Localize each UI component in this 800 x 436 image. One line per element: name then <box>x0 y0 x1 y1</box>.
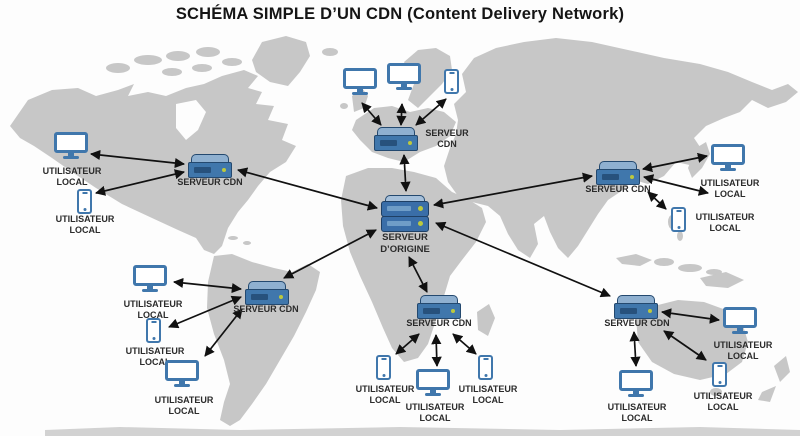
desktop-icon <box>133 265 167 292</box>
smartphone-icon <box>146 318 161 343</box>
arrow-asia-user1b <box>643 174 709 196</box>
smartphone-icon <box>444 69 459 94</box>
cdn-server-icon-europe <box>374 127 418 151</box>
desktop-icon <box>343 68 377 95</box>
user-label: UTILISATEUR LOCAL <box>405 402 465 423</box>
arrow-europe-user1 <box>361 102 382 126</box>
user-label: UTILISATEUR LOCAL <box>123 299 183 320</box>
arrow-sa-user3 <box>204 308 243 357</box>
arrow-na-user2 <box>95 169 185 196</box>
user-label: UTILISATEUR LOCAL <box>55 214 115 235</box>
arrow-sa-user1 <box>172 277 243 294</box>
desktop-icon <box>54 132 88 159</box>
user-label: UTILISATEUR LOCAL <box>607 402 667 423</box>
arrow-origin-australia <box>435 221 611 298</box>
arrow-origin-north-america <box>237 167 378 211</box>
smartphone-icon <box>671 207 686 232</box>
arrow-origin-africa <box>408 256 428 293</box>
user-label: UTILISATEUR LOCAL <box>125 346 185 367</box>
arrow-africa-user3 <box>452 333 477 355</box>
server-label-africa: SERVEUR CDN <box>406 318 472 328</box>
user-label: UTILISATEUR LOCAL <box>154 395 214 416</box>
desktop-icon <box>723 307 757 334</box>
cdn-server-icon-africa <box>417 295 461 319</box>
desktop-icon <box>711 144 745 171</box>
user-label: UTILISATEUR LOCAL <box>458 384 518 405</box>
arrow-asia-user1a <box>642 152 708 173</box>
cdn-server-icon-asia <box>596 161 640 185</box>
server-label-asia: SERVEUR CDN <box>585 184 651 194</box>
desktop-icon <box>387 63 421 90</box>
server-label-south-america: SERVEUR CDN <box>233 304 299 314</box>
continent-antarctica <box>45 427 800 436</box>
smartphone-icon <box>478 355 493 380</box>
arrow-africa-user2 <box>431 333 442 368</box>
server-label-australia: SERVEUR CDN <box>604 318 670 328</box>
arrow-origin-south-america <box>283 229 377 279</box>
cdn-server-icon-australia <box>614 295 658 319</box>
desktop-icon <box>619 370 653 397</box>
arrow-origin-europe <box>399 153 411 193</box>
desktop-icon <box>165 360 199 387</box>
user-label: UTILISATEUR LOCAL <box>42 166 102 187</box>
user-label: UTILISATEUR LOCAL <box>693 391 753 412</box>
desktop-icon <box>416 369 450 396</box>
arrow-au-user1 <box>660 308 721 324</box>
continent-greenland <box>252 36 310 86</box>
user-label: UTILISATEUR LOCAL <box>713 340 773 361</box>
cdn-server-icon-north-america <box>188 154 232 178</box>
diagram-title: SCHÉMA SIMPLE D’UN CDN (Content Delivery… <box>175 5 625 23</box>
smartphone-icon <box>712 362 727 387</box>
server-label-europe: SERVEUR CDN <box>425 128 469 149</box>
origin-server-icon <box>381 195 429 232</box>
arrow-au-user2 <box>663 330 707 361</box>
user-label: UTILISATEUR LOCAL <box>700 178 760 199</box>
arrow-asia-user2 <box>647 191 667 210</box>
arrow-africa-user1 <box>395 333 420 355</box>
user-label: UTILISATEUR LOCAL <box>695 212 755 233</box>
server-label-north-america: SERVEUR CDN <box>177 177 243 187</box>
arrow-au-user3 <box>629 330 641 368</box>
arrow-origin-asia <box>432 172 594 209</box>
hudson-bay <box>176 100 206 140</box>
arrow-na-user1 <box>89 149 186 169</box>
cdn-server-icon-south-america <box>245 281 289 305</box>
smartphone-icon <box>77 189 92 214</box>
user-label: UTILISATEUR LOCAL <box>355 384 415 405</box>
arrow-europe-user2 <box>396 102 407 127</box>
smartphone-icon <box>376 355 391 380</box>
origin-server-label: SERVEUR D’ORIGINE <box>380 232 430 255</box>
arrow-europe-user3 <box>415 98 447 126</box>
